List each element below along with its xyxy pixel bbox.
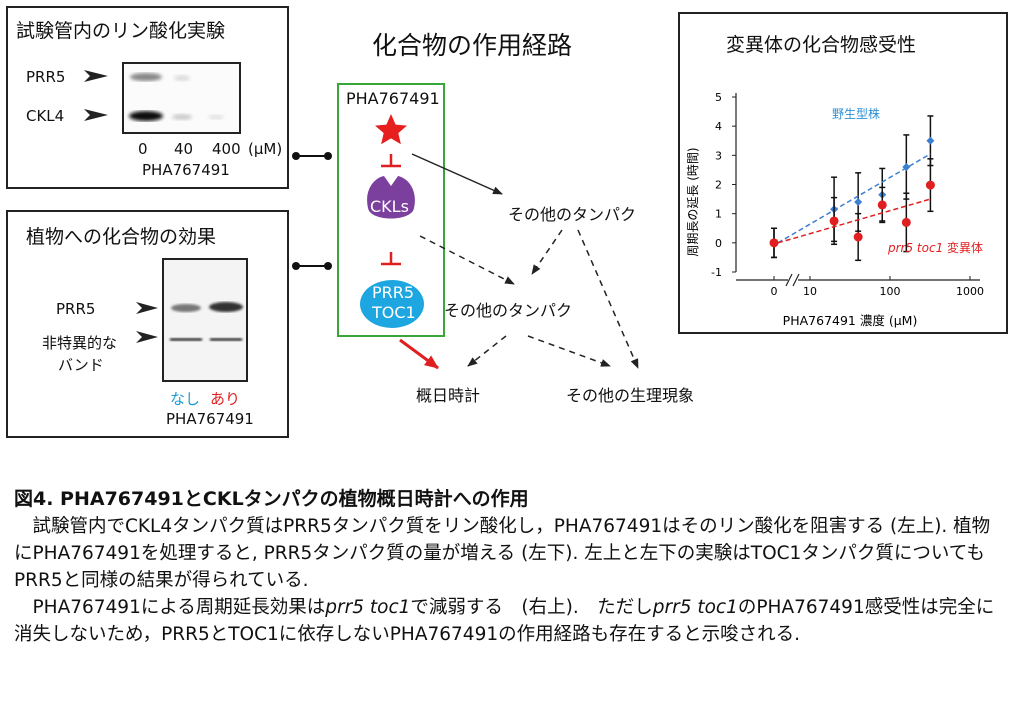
prr5-toc1-shape	[360, 280, 424, 328]
invitro-band-arrows	[84, 70, 108, 121]
invitro-title: 試験管内のリン酸化実験	[16, 20, 226, 42]
band-label-ckl4: CKL4	[26, 107, 65, 125]
other-physiology: その他の生理現象	[566, 386, 695, 405]
conc-unit: (μM)	[248, 140, 283, 158]
y-tick-label: 0	[715, 237, 722, 250]
x-tick-label: 0	[771, 285, 778, 298]
caption-p2-e: のPHA767491感受性は完全に消失しないため，PRR5とTOC1に依存しない…	[14, 597, 995, 645]
mutant-point	[877, 200, 887, 210]
chart-marks	[769, 115, 935, 262]
inplanta-title: 植物への化合物の効果	[26, 226, 217, 248]
conc-40: 40	[174, 140, 194, 158]
pathway-compound: PHA767491	[346, 89, 440, 108]
arrow-star-to-other1	[411, 153, 503, 195]
invitro-compound: PHA767491	[142, 161, 230, 179]
chart-axes: -1 0 1 2 3 4 5 0 10 100 1000	[711, 91, 984, 298]
wt-point	[902, 163, 911, 171]
panel-connectors	[292, 152, 332, 270]
inplanta-blot	[162, 258, 248, 382]
wt-point	[926, 136, 935, 145]
mutant-point	[925, 180, 935, 190]
y-tick-label: -1	[711, 266, 722, 279]
arrow-other2-to-clock	[467, 335, 507, 367]
caption-title: 図4. PHA767491とCKLタンパクの植物概日時計への作用	[14, 488, 529, 510]
x-tick-label: 10	[803, 285, 817, 298]
inplanta-band-nonspecific-2: バンド	[58, 356, 104, 374]
y-tick-label: 1	[715, 208, 722, 221]
invitro-blot	[122, 62, 241, 134]
inhibit-symbol-1	[381, 154, 401, 168]
caption-paragraph-2: PHA767491による周期延長効果はprr5 toc1で減弱する (右上). …	[14, 594, 1004, 648]
y-tick-label: 3	[715, 149, 722, 162]
mutant-chart: 周期長の延長 (時間) PHA767491 濃度 (μM) -1 0 1 2 3 4 5 0 1…	[686, 91, 984, 328]
chart-xlabel: PHA767491 濃度 (μM)	[783, 313, 918, 328]
arrow-prr5-to-clock	[399, 338, 439, 370]
arrow-other1-to-other2	[531, 229, 563, 275]
prr5-label: PRR5	[372, 283, 415, 302]
mutant-series-label-italic: prr5 toc1	[887, 241, 943, 255]
compound-box	[337, 83, 445, 337]
inplanta-band-nonspecific-1: 非特異的な	[42, 334, 118, 352]
inplanta-compound: PHA767491	[166, 410, 254, 428]
caption-p2-a: PHA767491による周期延長効果は	[14, 597, 326, 618]
caption-paragraph-1: 試験管内でCKL4タンパク質はPRR5タンパク質をリン酸化し，PHA767491…	[14, 516, 991, 591]
wt-point	[854, 198, 863, 206]
x-axis-break-1	[785, 273, 793, 287]
caption-p2-mutant-2: prr5 toc1	[652, 597, 738, 618]
toc1-label: TOC1	[372, 303, 416, 322]
y-tick-label: 5	[715, 91, 722, 104]
conc-0: 0	[138, 140, 148, 158]
lane-present: あり	[210, 390, 241, 408]
x-tick-label: 100	[880, 285, 901, 298]
arrow-other1-to-phys	[577, 229, 639, 369]
pathway-title: 化合物の作用経路	[372, 31, 573, 60]
other-protein-1: その他のタンパク	[508, 205, 637, 224]
inplanta-band-arrows	[136, 302, 158, 343]
trend-line	[777, 198, 931, 244]
pathway-diagram	[292, 83, 639, 370]
wt-series-label: 野生型株	[832, 106, 880, 121]
other-protein-2: その他のタンパク	[444, 301, 573, 320]
compound-star-icon	[375, 114, 407, 145]
figure-caption: 図4. PHA767491とCKLタンパクの植物概日時計への作用 試験管内でCK…	[14, 484, 1004, 648]
inhibit-symbol-2	[381, 252, 401, 266]
mutant-point	[769, 238, 779, 248]
inplanta-panel: 植物への化合物の効果 PRR5 非特異的な バンド なし あり PHA76749…	[6, 210, 289, 438]
mutant-series-label-rest: 変異体	[943, 240, 983, 255]
mutant-title: 変異体の化合物感受性	[726, 34, 917, 56]
y-tick-label: 2	[715, 179, 722, 192]
chart-ylabel: 周期長の延長 (時間)	[686, 147, 700, 256]
mutant-point	[829, 216, 839, 226]
mutant-series-label: prr5 toc1 変異体	[887, 240, 983, 255]
conc-400: 400	[212, 140, 241, 158]
inplanta-band-prr5: PRR5	[56, 300, 96, 318]
lane-none: なし	[170, 390, 201, 408]
mutant-point	[901, 217, 911, 227]
circadian-clock: 概日時計	[416, 386, 481, 405]
invitro-panel: 試験管内のリン酸化実験 PRR5 CKL4 0 40 400 (μM) PHA7…	[6, 6, 289, 189]
band-label-prr5: PRR5	[26, 68, 66, 86]
y-tick-label: 4	[715, 120, 722, 133]
ckls-label: CKLs	[370, 197, 409, 216]
caption-p2-c: で減弱する (右上). ただし	[410, 597, 653, 618]
caption-p2-mutant-1: prr5 toc1	[325, 597, 411, 618]
mutant-point	[853, 232, 863, 242]
arrow-ckls-to-other2	[419, 235, 515, 285]
x-tick-label: 1000	[956, 285, 984, 298]
arrow-other2-to-phys	[527, 335, 611, 367]
ckls-shape	[367, 176, 415, 219]
mutant-panel: 変異体の化合物感受性 周期長の延長 (時間) PHA767491 濃度 (μM)…	[678, 12, 1008, 334]
x-axis-break-2	[792, 273, 800, 287]
